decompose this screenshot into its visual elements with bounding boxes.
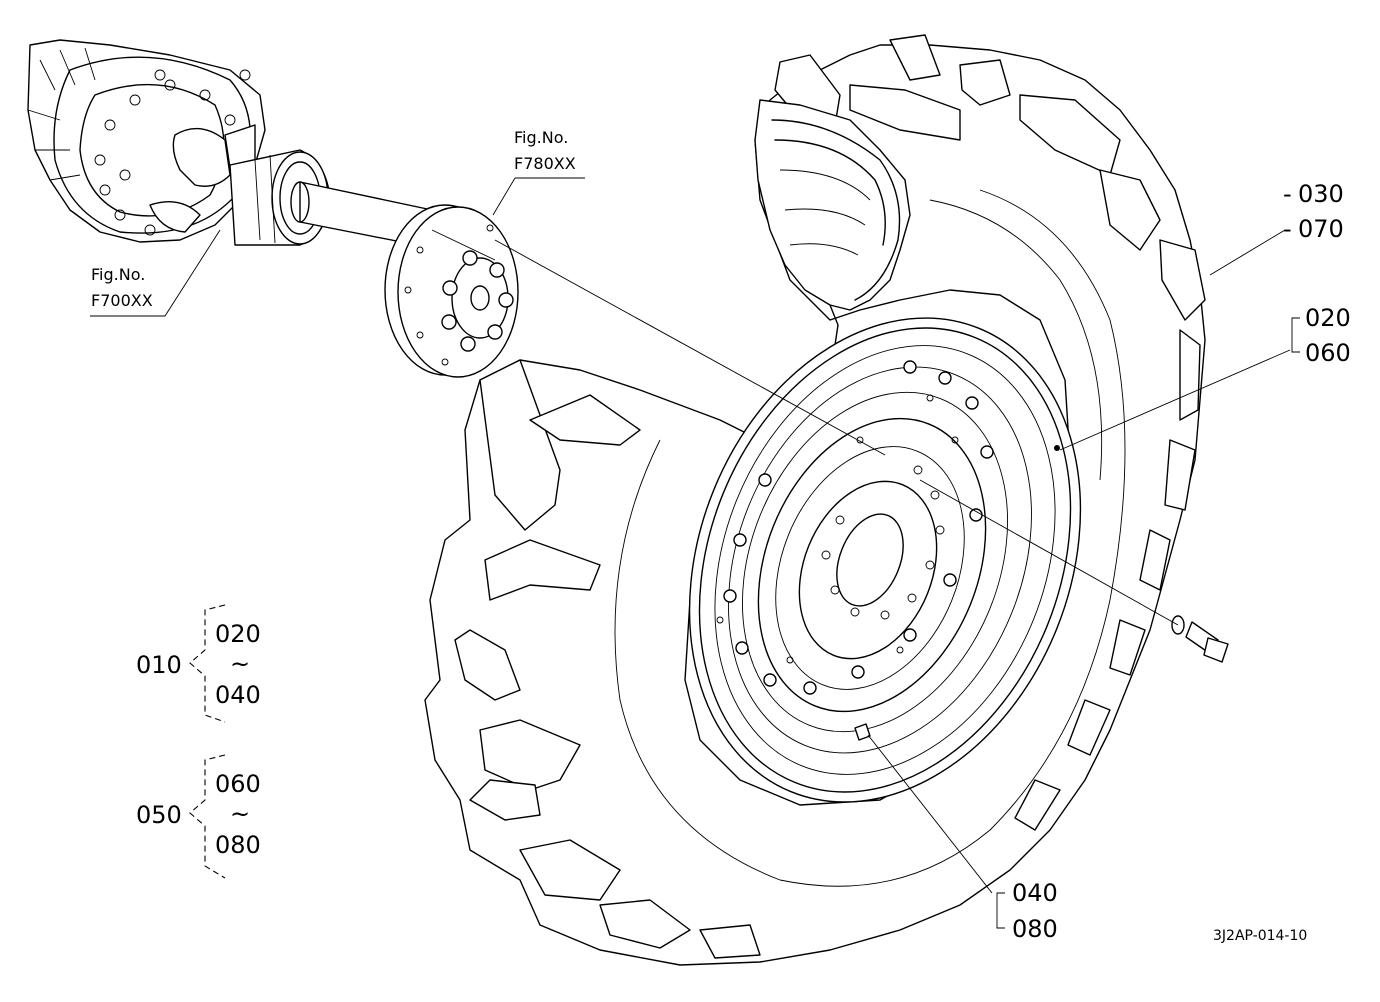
wheel-bolt — [1171, 615, 1229, 663]
fig-ref-f780xx-line1: Fig.No. — [514, 128, 569, 147]
group-braces — [189, 604, 226, 879]
group-010-to: 040 — [215, 681, 261, 709]
fig-ref-f780xx-line2: F780XX — [514, 154, 576, 173]
group-050-from: 060 — [215, 770, 261, 798]
callout-030-dash: - — [1283, 180, 1292, 208]
tire-cutaway-section — [754, 99, 911, 481]
fig-ref-f700xx-line1: Fig.No. — [91, 265, 146, 284]
callout-020: 020 — [1305, 304, 1351, 332]
callout-080: 080 — [1012, 915, 1058, 943]
callout-060: 060 — [1305, 339, 1351, 367]
hub-flange — [384, 204, 519, 378]
group-050-tilde: ~ — [230, 800, 251, 828]
group-010-from: 020 — [215, 620, 261, 648]
group-050-id: 050 — [136, 801, 182, 829]
tire — [424, 34, 1206, 966]
axle-housing — [27, 39, 331, 246]
group-010-tilde: ~ — [230, 650, 251, 678]
leader-lines — [90, 177, 1300, 929]
callout-030: 030 — [1298, 180, 1344, 208]
group-010-id: 010 — [136, 651, 182, 679]
group-050-to: 080 — [215, 831, 261, 859]
callout-040: 040 — [1012, 879, 1058, 907]
callout-070-dash: - — [1283, 215, 1292, 243]
fig-ref-f700xx-line2: F700XX — [91, 291, 153, 310]
callout-070: 070 — [1298, 215, 1344, 243]
wheel-disc — [688, 317, 1082, 803]
drawing-code: 3J2AP-014-10 — [1213, 928, 1308, 944]
